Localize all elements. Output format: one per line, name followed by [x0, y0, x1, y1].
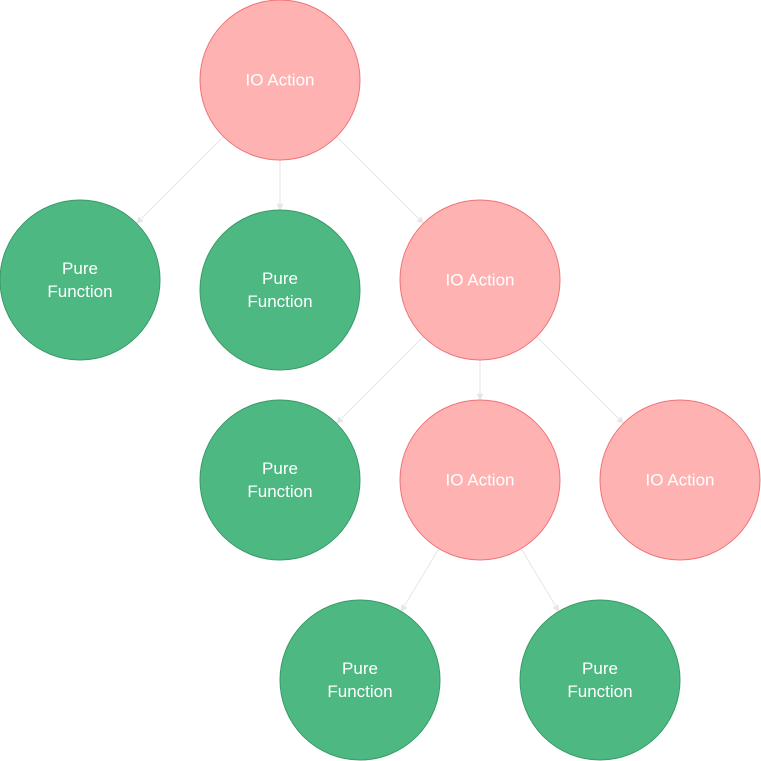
node-circle: [399, 399, 561, 561]
node-label: Function: [47, 282, 112, 301]
node-label: IO Action: [446, 471, 515, 490]
node-circle: [599, 399, 761, 561]
node-circle: [519, 599, 681, 761]
edge-io-2-to-io-4: [536, 336, 624, 424]
node-label: IO Action: [446, 271, 515, 290]
node-label: Pure: [582, 659, 618, 678]
edge-io-root-to-io-2: [336, 136, 424, 224]
io-action-node-io-root[interactable]: IO Action: [199, 0, 361, 161]
node-circle: [0, 199, 161, 361]
node-label: IO Action: [246, 71, 315, 90]
node-label: Function: [567, 682, 632, 701]
edge-io-root-to-pure-1: [136, 136, 224, 224]
node-label: Pure: [262, 459, 298, 478]
edges-layer: [136, 136, 624, 613]
io-action-node-io-2[interactable]: IO Action: [399, 199, 561, 361]
edge-io-3-to-pure-5: [520, 548, 560, 613]
node-label: Pure: [62, 259, 98, 278]
node-circle: [199, 0, 361, 161]
node-label: Pure: [342, 659, 378, 678]
node-label: Function: [247, 482, 312, 501]
node-label: Function: [247, 292, 312, 311]
node-label: Pure: [262, 269, 298, 288]
node-circle: [199, 209, 361, 371]
io-action-node-io-3[interactable]: IO Action: [399, 399, 561, 561]
edge-io-2-to-pure-3: [336, 336, 424, 424]
edge-io-3-to-pure-4: [400, 548, 440, 613]
io-action-node-io-4[interactable]: IO Action: [599, 399, 761, 561]
node-label: Function: [327, 682, 392, 701]
node-circle: [399, 199, 561, 361]
node-label: IO Action: [646, 471, 715, 490]
node-circle: [279, 599, 441, 761]
node-circle: [199, 399, 361, 561]
